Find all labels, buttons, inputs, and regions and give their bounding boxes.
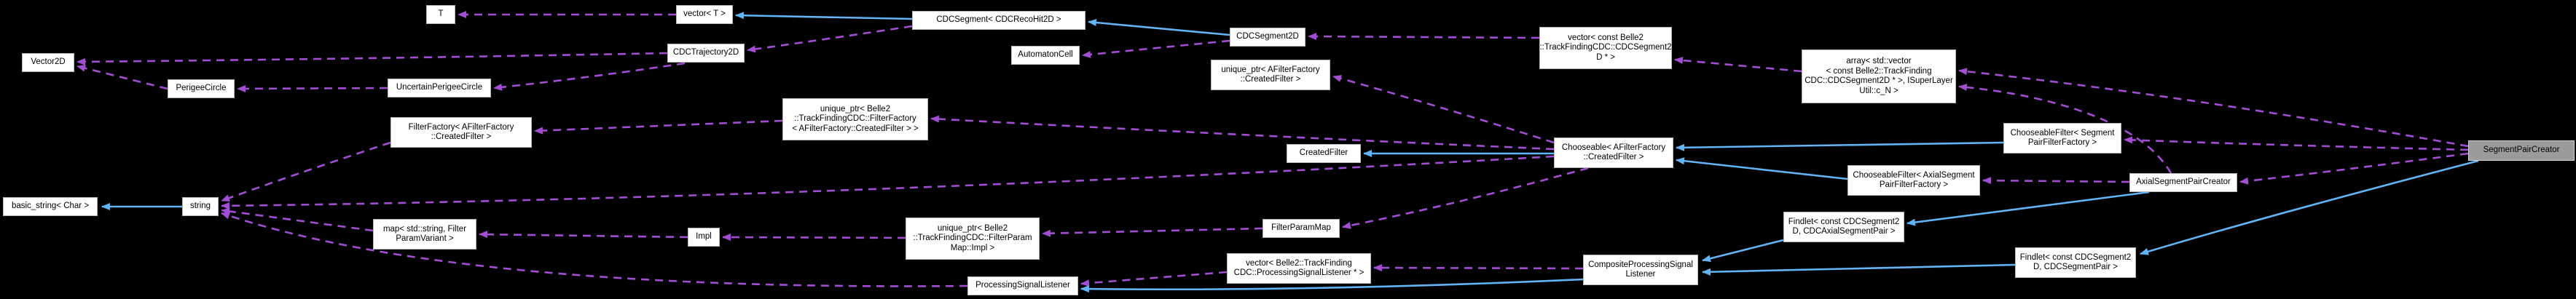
graph-node-cdc-segment-recohit[interactable]: CDCSegment< CDCRecoHit2D >	[912, 11, 1085, 30]
graph-node-string[interactable]: string	[182, 197, 219, 216]
edge-uses-16	[1042, 227, 1263, 237]
graph-node-array-segments[interactable]: array< std::vector < const Belle2::Track…	[1802, 49, 1956, 103]
edge-uses-24	[2124, 136, 2469, 151]
edge-uses-25	[2239, 152, 2469, 185]
graph-node-segment-pair-creator[interactable]: SegmentPairCreator	[2468, 140, 2575, 161]
edge-uses-5	[747, 25, 913, 53]
graph-node-filter-factory[interactable]: FilterFactory< AFilterFactory ::CreatedF…	[390, 117, 532, 148]
graph-node-vector-const-segment[interactable]: vector< const Belle2 ::TrackFindingCDC::…	[1539, 27, 1672, 69]
edge-inherits-33	[1702, 239, 1784, 263]
graph-node-vector-t[interactable]: vector< T >	[676, 5, 733, 24]
edge-inherits-34	[1702, 263, 2016, 276]
graph-node-findlet-axial[interactable]: Findlet< const CDCSegment2 D, CDCAxialSe…	[1783, 212, 1904, 242]
edge-uses-21	[1674, 57, 1802, 73]
edge-uses-8	[221, 207, 374, 232]
edge-uses-14	[479, 231, 688, 239]
graph-node-filter-param-map[interactable]: FilterParamMap	[1263, 219, 1340, 238]
edge-uses-6	[1082, 39, 1230, 58]
graph-node-uptr-created-filter[interactable]: unique_ptr< AFilterFactory ::CreatedFilt…	[1211, 60, 1330, 90]
edge-inherits-36	[1907, 191, 2150, 226]
edge-uses-9	[534, 119, 783, 135]
edge-uses-3	[493, 62, 686, 91]
graph-node-vector2d[interactable]: Vector2D	[22, 53, 74, 72]
graph-node-impl[interactable]: Impl	[688, 228, 720, 247]
edge-uses-10	[930, 115, 1555, 151]
graph-node-cdc-segment-2d[interactable]: CDCSegment2D	[1230, 28, 1305, 47]
graph-node-created-filter[interactable]: CreatedFilter	[1287, 144, 1361, 163]
edge-uses-12	[221, 155, 1555, 210]
graph-node-uncertain-perigee-circle[interactable]: UncertainPerigeeCircle	[388, 79, 491, 97]
edge-uses-1	[76, 52, 668, 65]
edge-uses-2	[237, 84, 388, 92]
graph-node-chooseable[interactable]: Chooseable< AFilterFactory ::CreatedFilt…	[1554, 137, 1673, 168]
edge-uses-11	[1332, 75, 1555, 144]
graph-node-chooseable-filter-axial[interactable]: ChooseableFilter< AxialSegment PairFilte…	[1847, 165, 1980, 196]
edge-inherits-37	[2140, 159, 2479, 255]
graph-node-chooseable-filter-segpair[interactable]: ChooseableFilter< Segment PairFilterFact…	[2003, 123, 2121, 154]
edge-inherits-35	[1080, 278, 1584, 293]
graph-node-processing-signal-listener[interactable]: ProcessingSignalListener	[967, 276, 1078, 295]
graph-node-axial-segment-pair-creator[interactable]: AxialSegmentPairCreator	[2129, 173, 2237, 192]
graph-node-composite-psl[interactable]: CompositeProcessingSignal Listener	[1583, 255, 1698, 285]
graph-node-vector-psl[interactable]: vector< Belle2::TrackFinding CDC::Proces…	[1227, 253, 1371, 284]
edge-uses-13	[221, 212, 968, 287]
edge-uses-15	[722, 234, 906, 242]
graph-node-map-filter-param[interactable]: map< std::string, Filter ParamVariant >	[373, 219, 476, 250]
edge-uses-20	[1308, 33, 1540, 41]
edge-uses-7	[221, 141, 391, 202]
graph-node-uptr-filter-factory[interactable]: unique_ptr< Belle2 ::TrackFindingCDC::Fi…	[782, 98, 928, 140]
edge-uses-19	[1080, 271, 1228, 287]
edge-inherits-31	[1676, 141, 2004, 151]
graph-node-findlet-pair[interactable]: Findlet< const CDCSegment2 D, CDCSegment…	[2015, 247, 2136, 278]
edge-inherits-28	[735, 12, 913, 20]
edge-uses-26	[1982, 177, 2130, 185]
edge-uses-0	[76, 64, 168, 90]
edge-inherits-32	[1676, 157, 1848, 180]
graph-node-automaton-cell[interactable]: AutomatonCell	[1011, 46, 1080, 65]
graph-node-uptr-filter-param-impl[interactable]: unique_ptr< Belle2 ::TrackFindingCDC::Fi…	[906, 218, 1040, 260]
edge-uses-22	[1958, 68, 2469, 148]
edge-inherits-29	[1088, 19, 1230, 36]
graph-node-basic-string[interactable]: basic_string< Char >	[3, 197, 98, 216]
graph-node-t[interactable]: T	[426, 5, 455, 24]
graph-node-perigee-circle[interactable]: PerigeeCircle	[168, 79, 235, 98]
graph-node-cdc-trajectory-2d[interactable]: CDCTrajectory2D	[667, 44, 745, 63]
edge-uses-17	[1342, 167, 1589, 229]
